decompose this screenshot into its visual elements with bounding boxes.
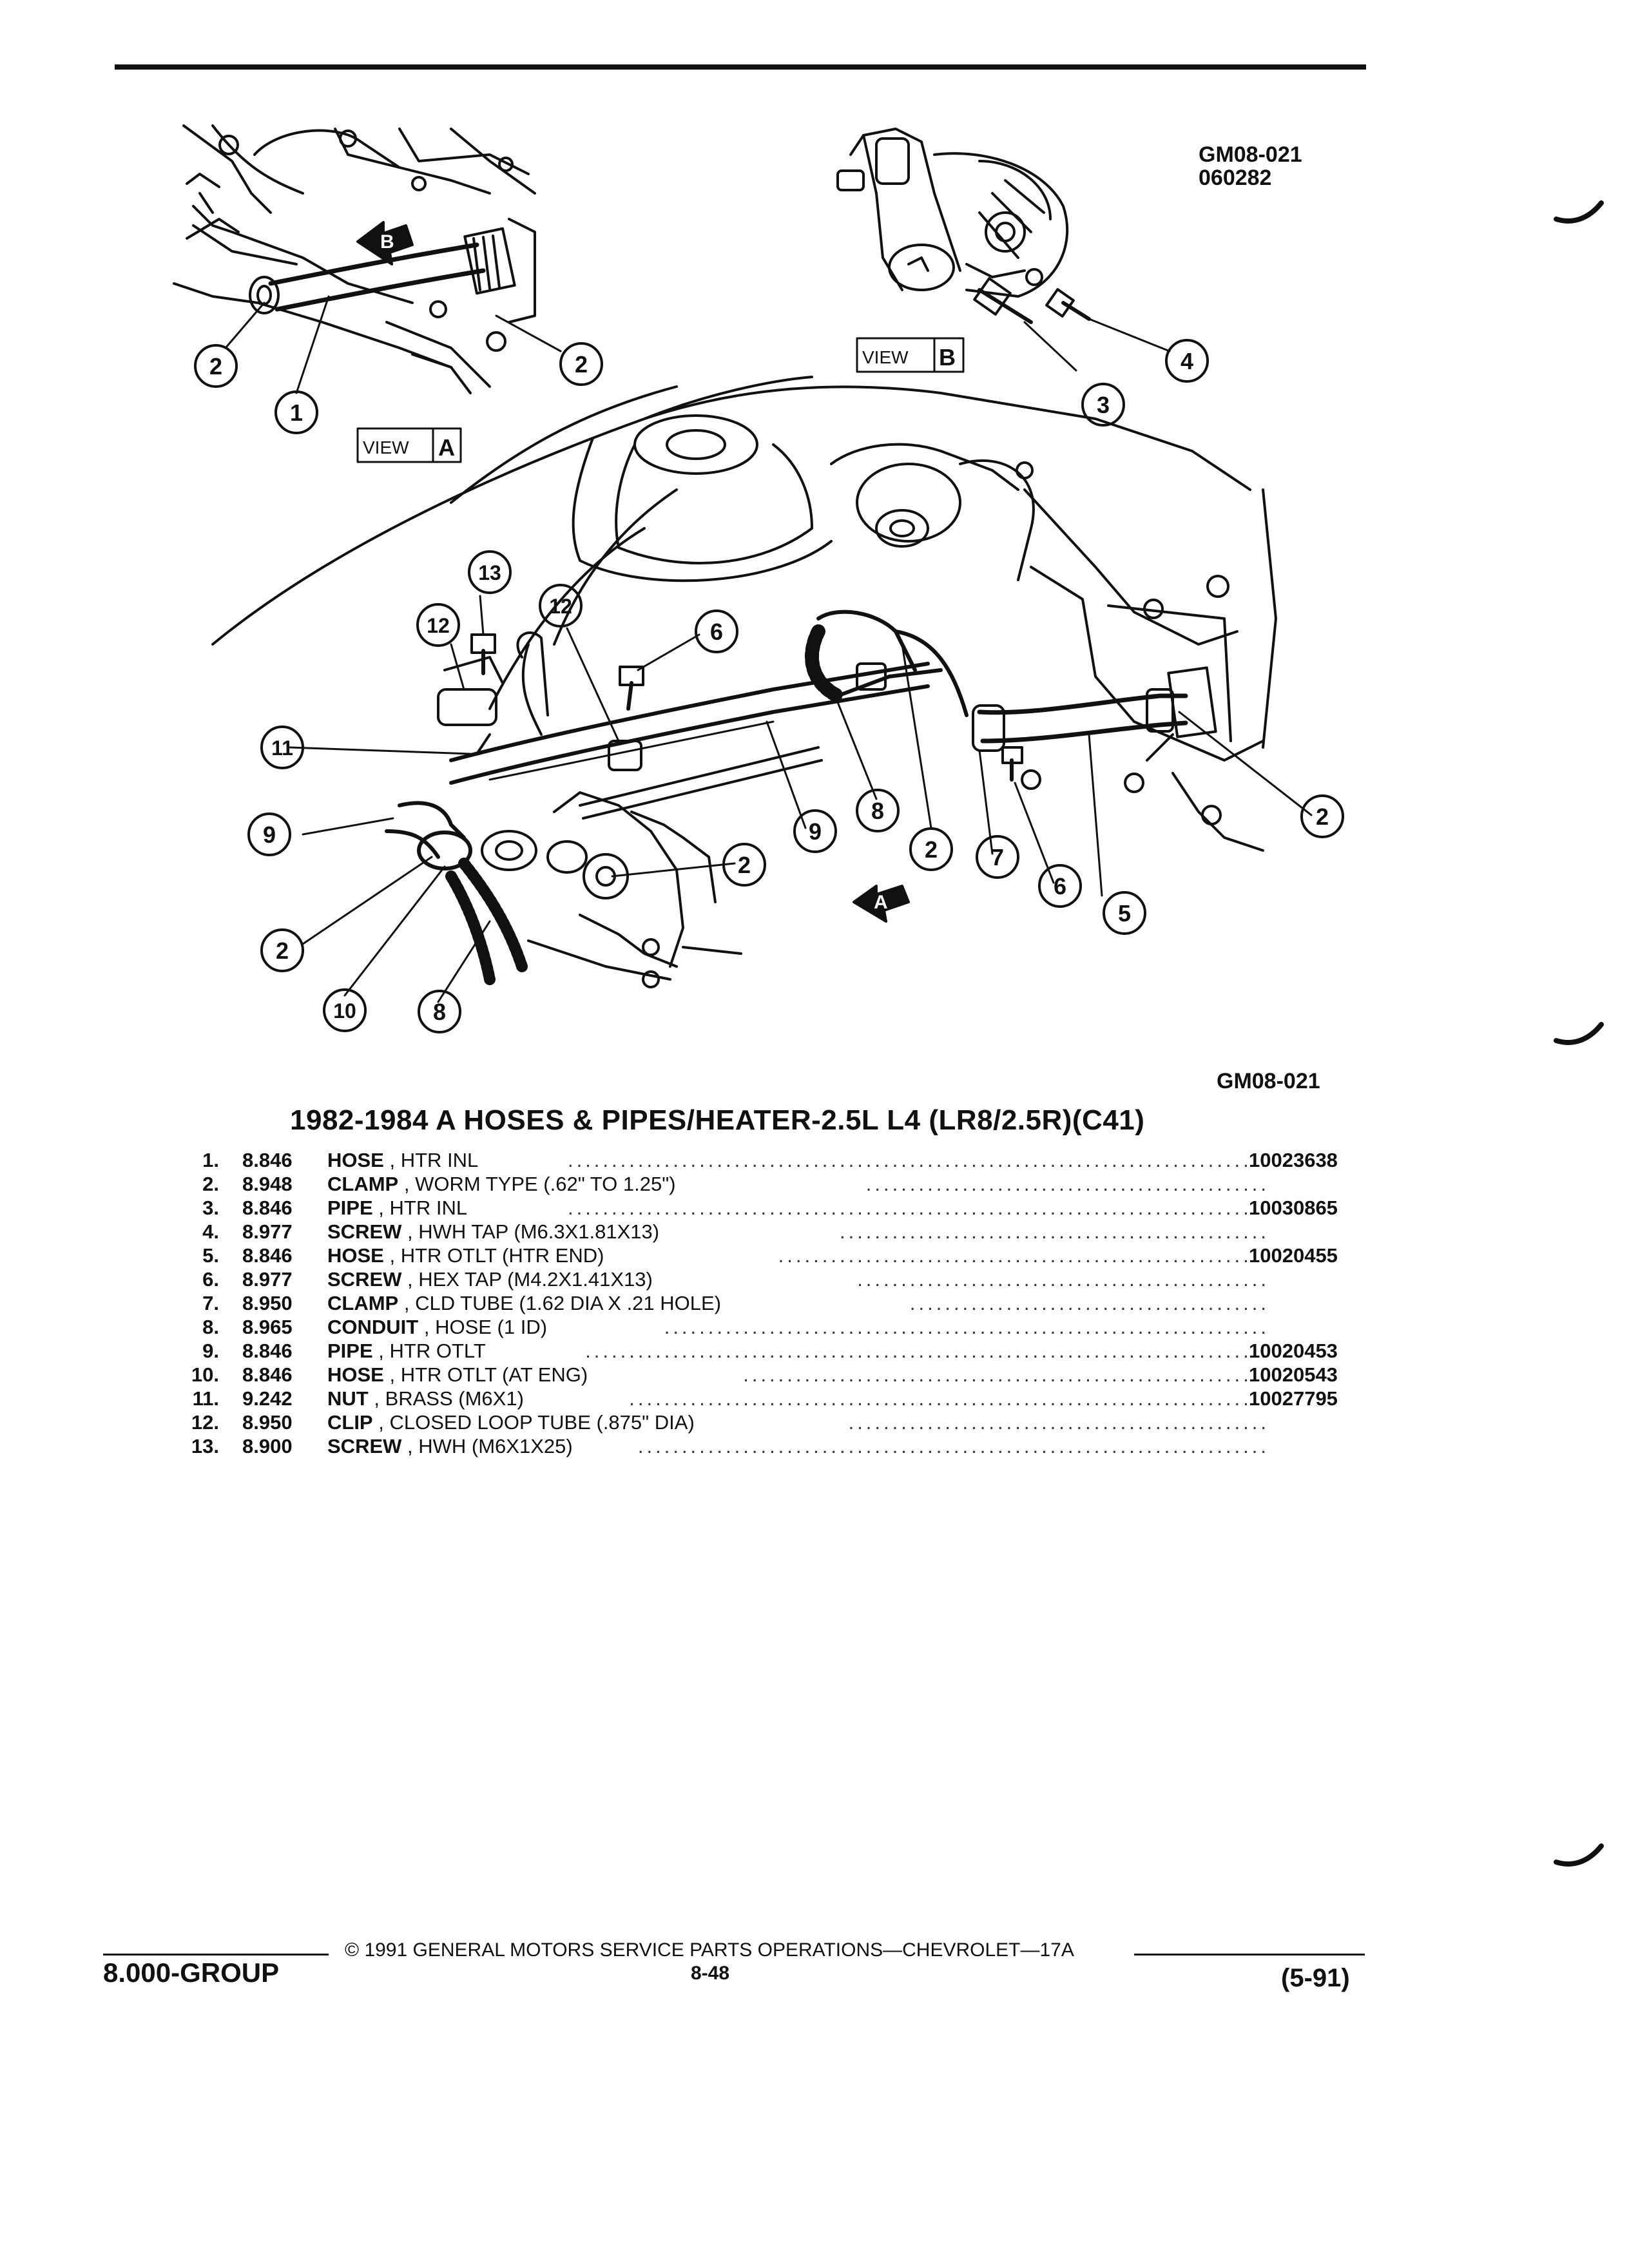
svg-text:12: 12 xyxy=(549,595,572,618)
callout-9: 9 xyxy=(247,812,291,856)
callout-12: 12 xyxy=(416,603,460,647)
section-title: 1982-1984 A HOSES & PIPES/HEATER-2.5L L4… xyxy=(290,1104,1145,1136)
callout-6: 6 xyxy=(695,610,738,653)
footer-rule-right xyxy=(1134,1954,1365,1956)
callout-10: 10 xyxy=(323,988,367,1032)
svg-text:A: A xyxy=(438,434,455,461)
callout-2: 2 xyxy=(909,827,953,871)
svg-text:VIEW: VIEW xyxy=(862,347,909,367)
list-item: 3. 8.846 PIPE , HTR INL ................… xyxy=(202,1196,1338,1219)
svg-text:2: 2 xyxy=(276,937,289,964)
callout-8: 8 xyxy=(418,990,461,1033)
margin-mark xyxy=(1554,1843,1604,1867)
figure-code-bottom: GM08-021 xyxy=(1217,1069,1320,1093)
top-rule xyxy=(115,64,1366,70)
list-item: 9. 8.846 PIPE , HTR OTLT ...............… xyxy=(202,1340,1338,1362)
callout-2: 2 xyxy=(559,342,603,386)
svg-text:B: B xyxy=(939,344,956,370)
svg-text:6: 6 xyxy=(710,619,723,645)
callout-11: 11 xyxy=(260,726,304,769)
callout-9: 9 xyxy=(793,809,837,853)
callout-3: 3 xyxy=(1081,383,1125,427)
footer-group: 8.000-GROUP xyxy=(103,1957,280,1988)
callout-6: 6 xyxy=(1038,864,1082,908)
margin-mark xyxy=(1554,1022,1604,1045)
list-item: 1. 8.846 HOSE , HTR INL ................… xyxy=(202,1149,1338,1171)
svg-text:B: B xyxy=(380,231,394,253)
svg-text:2: 2 xyxy=(738,852,751,878)
svg-text:7: 7 xyxy=(991,844,1004,870)
list-item: 2. 8.948 CLAMP , WORM TYPE (.62" TO 1.25… xyxy=(202,1173,1269,1195)
view-a-detail: B VIEW A xyxy=(173,124,536,463)
svg-text:4: 4 xyxy=(1181,348,1193,374)
svg-text:2: 2 xyxy=(925,836,938,863)
svg-text:5: 5 xyxy=(1118,900,1131,927)
svg-text:2: 2 xyxy=(209,353,222,380)
svg-text:13: 13 xyxy=(478,561,501,584)
callout-13: 13 xyxy=(468,550,512,594)
svg-text:6: 6 xyxy=(1054,873,1066,899)
view-b-detail: VIEW B xyxy=(836,128,1091,373)
parts-list: 1. 8.846 HOSE , HTR INL ................… xyxy=(155,1148,1379,1458)
svg-text:1: 1 xyxy=(290,399,303,426)
callouts: 1 2 2 2 2 2 2 3 4 5 6 6 7 8 8 9 9 10 11 … xyxy=(194,339,1344,1033)
callout-1: 1 xyxy=(275,390,318,434)
svg-text:9: 9 xyxy=(809,818,822,845)
svg-text:10: 10 xyxy=(333,999,356,1023)
margin-mark xyxy=(1554,200,1604,224)
figure-date-code: 060282 xyxy=(1199,166,1272,190)
list-item: 6. 8.977 SCREW , HEX TAP (M4.2X1.41X13) … xyxy=(202,1268,1269,1291)
callout-2: 2 xyxy=(260,928,304,972)
revision-date: (5-91) xyxy=(1281,1964,1350,1992)
list-item: 4. 8.977 SCREW , HWH TAP (M6.3X1.81X13) … xyxy=(202,1220,1269,1243)
callout-8: 8 xyxy=(856,789,900,832)
svg-text:8: 8 xyxy=(433,999,446,1025)
list-item: 10. 8.846 HOSE , HTR OTLT (AT ENG) .....… xyxy=(191,1363,1338,1386)
svg-text:A: A xyxy=(874,892,888,913)
list-item: 7. 8.950 CLAMP , CLD TUBE (1.62 DIA X .2… xyxy=(202,1292,1269,1314)
exploded-view-illustration: B VIEW A VIEW B xyxy=(173,124,1344,1033)
svg-text:2: 2 xyxy=(1316,803,1329,830)
engine-bay-view: A xyxy=(211,376,1277,988)
svg-text:9: 9 xyxy=(263,822,276,848)
svg-text:8: 8 xyxy=(871,798,884,824)
callout-2: 2 xyxy=(194,344,238,388)
leader-lines xyxy=(224,295,1313,1003)
callout-4: 4 xyxy=(1165,339,1209,383)
callout-7: 7 xyxy=(976,835,1019,879)
list-item: 13. 8.900 SCREW , HWH (M6X1X25) ........… xyxy=(191,1435,1269,1457)
callout-12: 12 xyxy=(539,584,583,628)
svg-text:2: 2 xyxy=(575,351,588,378)
svg-text:VIEW: VIEW xyxy=(363,437,409,457)
callout-5: 5 xyxy=(1103,891,1146,935)
callout-2: 2 xyxy=(1300,794,1344,838)
footer-copyright: © 1991 GENERAL MOTORS SERVICE PARTS OPER… xyxy=(345,1939,1074,1961)
list-item: 5. 8.846 HOSE , HTR OTLT (HTR END) .....… xyxy=(202,1244,1338,1267)
figure-code-top: GM08-021 xyxy=(1199,142,1302,167)
list-item: 11. 9.242 NUT , BRASS (M6X1) ...........… xyxy=(192,1387,1338,1410)
footer-rule-left xyxy=(103,1954,329,1956)
list-item: 8. 8.965 CONDUIT , HOSE (1 ID) .........… xyxy=(202,1316,1269,1338)
svg-text:3: 3 xyxy=(1097,392,1110,418)
svg-text:12: 12 xyxy=(427,614,450,637)
svg-text:11: 11 xyxy=(271,736,293,760)
callout-2: 2 xyxy=(722,843,766,887)
page-number: 8-48 xyxy=(691,1963,730,1984)
list-item: 12. 8.950 CLIP , CLOSED LOOP TUBE (.875"… xyxy=(191,1411,1269,1434)
